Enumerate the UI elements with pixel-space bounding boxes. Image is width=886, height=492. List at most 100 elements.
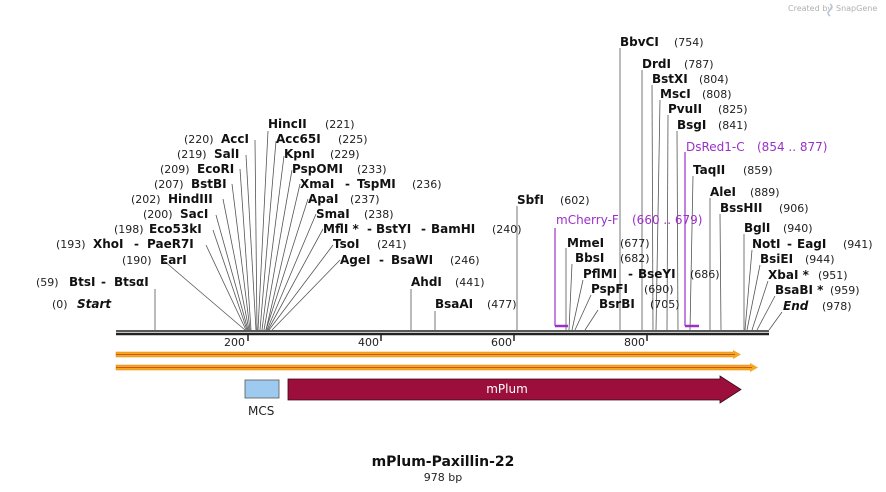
- enzyme-position: (240): [492, 223, 522, 236]
- enzyme-label[interactable]: PspFI: [591, 282, 628, 296]
- enzyme-position: (220): [184, 133, 214, 146]
- enzyme-label[interactable]: PaeR7I: [147, 237, 194, 251]
- feature-label: mPlum: [486, 382, 528, 396]
- enzyme-label[interactable]: BsaWI: [391, 253, 433, 267]
- enzyme-label[interactable]: MmeI: [567, 236, 604, 250]
- enzyme-label[interactable]: ApaI: [308, 192, 338, 206]
- snapgene-logo-icon: [827, 3, 833, 17]
- enzyme-position: (241): [377, 238, 407, 251]
- enzyme-label[interactable]: PspOMI: [292, 162, 343, 176]
- enzyme-label[interactable]: BstBI: [191, 177, 227, 191]
- enzyme-label[interactable]: BbsI: [575, 251, 604, 265]
- enzyme-label-end[interactable]: End: [783, 299, 809, 313]
- svg-text:-: -: [628, 267, 633, 281]
- enzyme-label[interactable]: XhoI: [93, 237, 124, 251]
- orf-arrow[interactable]: [115, 363, 758, 372]
- enzyme-position: (193): [56, 238, 86, 251]
- enzyme-label[interactable]: BglI: [744, 221, 770, 235]
- enzyme-position: (221): [325, 118, 355, 131]
- enzyme-position: (825): [718, 103, 748, 116]
- enzyme-label[interactable]: TspMI: [357, 177, 396, 191]
- enzyme-position: (246): [450, 254, 480, 267]
- enzyme-label[interactable]: HindIII: [168, 192, 213, 206]
- enzyme-position: (225): [338, 133, 368, 146]
- svg-text:-: -: [367, 222, 372, 236]
- enzyme-label[interactable]: BtsαI: [114, 275, 149, 289]
- sequence-ruler: 200 400 600 800: [116, 330, 769, 349]
- enzyme-label[interactable]: Acc65I: [276, 132, 321, 146]
- enzyme-label[interactable]: PvuII: [668, 102, 702, 116]
- enzyme-label[interactable]: BseYI: [638, 267, 676, 281]
- tick-label: 800: [624, 336, 645, 349]
- enzyme-label[interactable]: AleI: [710, 185, 736, 199]
- enzyme-label[interactable]: BtsI: [69, 275, 96, 289]
- enzyme-position: (236): [412, 178, 442, 191]
- enzyme-label[interactable]: BamHI: [431, 222, 475, 236]
- enzyme-position: (787): [684, 58, 714, 71]
- primer-range: (660 .. 679): [632, 213, 702, 227]
- primer-name: DsRed1-C: [686, 140, 745, 154]
- feature-mcs[interactable]: MCS: [244, 379, 280, 418]
- enzyme-label[interactable]: BsaAI: [435, 297, 473, 311]
- tick-label: 400: [358, 336, 379, 349]
- enzyme-label[interactable]: Eco53kI: [149, 222, 202, 236]
- svg-text:-: -: [787, 237, 792, 251]
- primer-dsred1-c[interactable]: DsRed1-C (854 .. 877): [684, 140, 827, 328]
- enzyme-position: (237): [350, 193, 380, 206]
- enzyme-position: (441): [455, 276, 485, 289]
- feature-mplum[interactable]: mPlum: [287, 375, 742, 404]
- enzyme-label[interactable]: SmaI: [316, 207, 350, 221]
- enzyme-label[interactable]: BsgI: [677, 118, 706, 132]
- enzyme-position: (198): [114, 223, 144, 236]
- enzyme-label[interactable]: BstYI: [376, 222, 411, 236]
- enzyme-label[interactable]: SbfI: [517, 193, 544, 207]
- enzyme-label[interactable]: EcoRI: [197, 162, 234, 176]
- enzyme-position: (677): [620, 237, 650, 250]
- enzyme-label[interactable]: BsrBI: [599, 297, 635, 311]
- enzyme-label[interactable]: MflI *: [323, 222, 359, 236]
- svg-text:-: -: [101, 275, 106, 289]
- enzyme-label[interactable]: AhdI: [411, 275, 442, 289]
- enzyme-position: (941): [843, 238, 873, 251]
- enzyme-label[interactable]: TsoI: [333, 237, 359, 251]
- enzyme-label[interactable]: SalI: [214, 147, 239, 161]
- enzyme-position: (238): [364, 208, 394, 221]
- enzyme-label[interactable]: XbaI *: [768, 268, 810, 282]
- enzyme-position: (906): [779, 202, 809, 215]
- enzyme-label[interactable]: MscI: [660, 87, 691, 101]
- enzyme-label[interactable]: XmaI: [300, 177, 334, 191]
- svg-text:-: -: [421, 222, 426, 236]
- svg-text:-: -: [134, 237, 139, 251]
- enzyme-position: (233): [357, 163, 387, 176]
- enzyme-label[interactable]: BsiEI: [760, 252, 793, 266]
- enzyme-label[interactable]: EarI: [160, 253, 187, 267]
- enzyme-label[interactable]: EagI: [797, 237, 826, 251]
- enzyme-position: (940): [783, 222, 813, 235]
- enzyme-label[interactable]: NotI: [752, 237, 781, 251]
- enzyme-label[interactable]: KpnI: [284, 147, 315, 161]
- enzyme-label-start[interactable]: Start: [77, 297, 112, 311]
- leader-lines: [154, 48, 783, 331]
- credit-prefix: Created by: [788, 4, 832, 13]
- enzyme-position: (686): [690, 268, 720, 281]
- enzyme-label[interactable]: SacI: [180, 207, 208, 221]
- enzyme-position: (682): [620, 252, 650, 265]
- orf-arrow[interactable]: [115, 350, 741, 359]
- enzyme-position: (602): [560, 194, 590, 207]
- enzyme-position: (859): [743, 164, 773, 177]
- enzyme-label[interactable]: HincII: [268, 117, 307, 131]
- enzyme-position: (889): [750, 186, 780, 199]
- enzyme-label[interactable]: DrdI: [642, 57, 671, 71]
- enzyme-label[interactable]: TaqII: [693, 163, 725, 177]
- box-icon: [244, 379, 280, 399]
- enzyme-label[interactable]: AgeI: [340, 253, 370, 267]
- enzyme-position: (219): [177, 148, 207, 161]
- feature-label: MCS: [248, 404, 274, 418]
- enzyme-label[interactable]: BstXI: [652, 72, 688, 86]
- enzyme-label[interactable]: PflMI: [583, 267, 617, 281]
- enzyme-label[interactable]: BsaBI *: [775, 283, 824, 297]
- enzyme-label[interactable]: BbvCI: [620, 35, 659, 49]
- enzyme-label[interactable]: AccI: [221, 132, 249, 146]
- enzyme-label[interactable]: BssHII: [720, 201, 762, 215]
